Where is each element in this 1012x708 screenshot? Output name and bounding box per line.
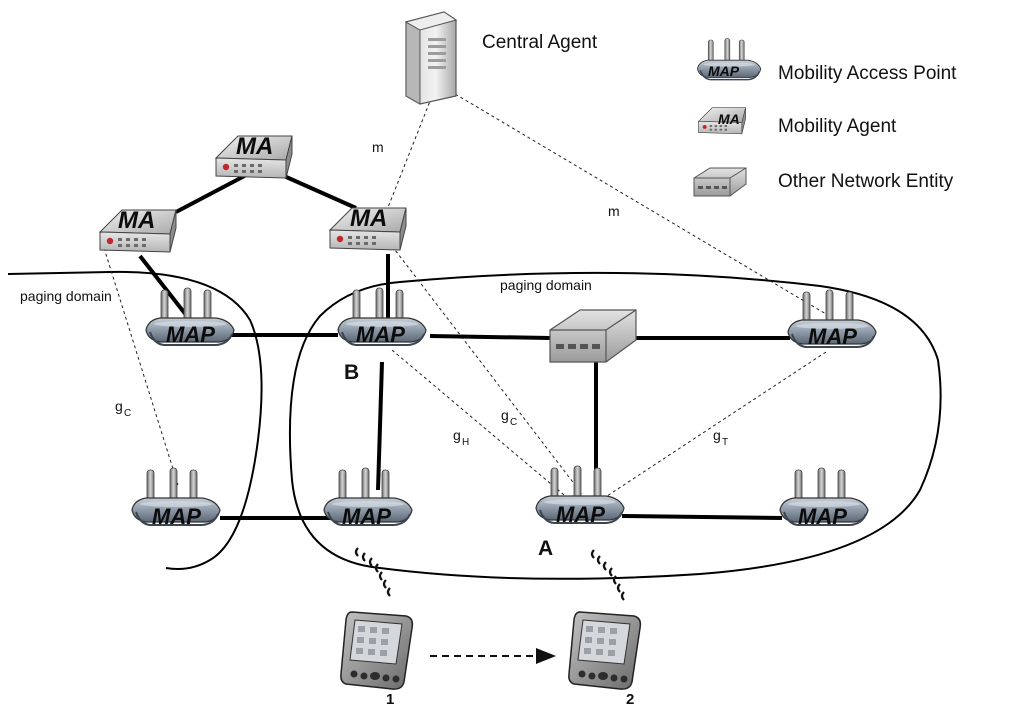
paging-domain-left-label: paging domain <box>20 288 112 304</box>
link-map-a-to-map-br <box>621 514 783 520</box>
wireless-signal-2 <box>590 548 626 602</box>
movement-arrow <box>430 648 556 664</box>
svg-text:T: T <box>722 437 728 448</box>
label-m-left: m <box>372 139 384 155</box>
link-map-b-to-map-mid <box>376 361 384 491</box>
legend-map-icon-text: MAP <box>708 63 740 79</box>
svg-text:g: g <box>713 427 721 443</box>
link-m-central-to-map <box>444 87 827 315</box>
svg-text:C: C <box>510 417 517 428</box>
map-node-right-text: MAP <box>808 324 857 349</box>
central-agent-server-icon <box>404 11 458 105</box>
legend-ma-icon-text: MA <box>718 111 740 127</box>
device-label-1: 1 <box>386 691 394 708</box>
link-ma-top-to-ma-left <box>175 170 253 214</box>
link-gh <box>391 349 571 501</box>
pda-device-2 <box>568 611 642 690</box>
node-label-b: B <box>344 361 359 384</box>
svg-text:g: g <box>501 407 509 423</box>
link-m-central-to-ma <box>384 85 437 216</box>
link-ma-left-to-map <box>138 254 192 322</box>
map-node-bottom-right-text: MAP <box>798 504 847 529</box>
pda-device-1 <box>340 611 414 690</box>
legend-ma-label: Mobility Agent <box>778 116 897 137</box>
legend-other-network-entity-icon <box>693 167 747 197</box>
paging-domain-right-label: paging domain <box>500 277 592 293</box>
logical-links <box>103 85 827 501</box>
svg-text:g: g <box>453 427 461 443</box>
legend-other-label: Other Network Entity <box>778 171 954 192</box>
map-node-bottom-mid-text: MAP <box>342 504 391 529</box>
label-gt: g T <box>713 427 728 448</box>
legend: MAP Mobility Access Point MA Mobility Ag… <box>693 37 957 197</box>
network-switch-node <box>549 309 637 363</box>
wireless-signal-1 <box>354 546 392 598</box>
svg-text:H: H <box>462 437 469 448</box>
device-label-2: 2 <box>626 691 634 708</box>
link-gc-left <box>103 247 179 486</box>
node-label-a: A <box>538 537 553 560</box>
ma-node-right-text: MA <box>350 205 387 232</box>
label-gc-mid: g C <box>501 407 517 428</box>
map-node-b-text: MAP <box>356 322 405 347</box>
map-node-a-text: MAP <box>556 502 605 527</box>
paging-domain-right-boundary <box>288 271 942 580</box>
label-gc-left: g C <box>115 398 131 419</box>
label-gh: g H <box>453 427 469 448</box>
link-gc-middle <box>391 245 583 495</box>
label-m-right: m <box>608 203 620 219</box>
svg-text:g: g <box>115 398 123 414</box>
map-node-left-text: MAP <box>166 322 215 347</box>
link-map-b-to-switch <box>429 334 551 340</box>
ma-node-left-text: MA <box>118 207 155 234</box>
paging-domain-left-boundary <box>7 270 263 570</box>
svg-text:C: C <box>124 408 131 419</box>
legend-map-label: Mobility Access Point <box>778 63 957 84</box>
central-agent-label: Central Agent <box>482 32 598 53</box>
physical-links <box>138 166 790 520</box>
link-gt <box>603 351 827 499</box>
map-node-bottom-left-text: MAP <box>152 504 201 529</box>
ma-node-top-text: MA <box>236 133 273 160</box>
